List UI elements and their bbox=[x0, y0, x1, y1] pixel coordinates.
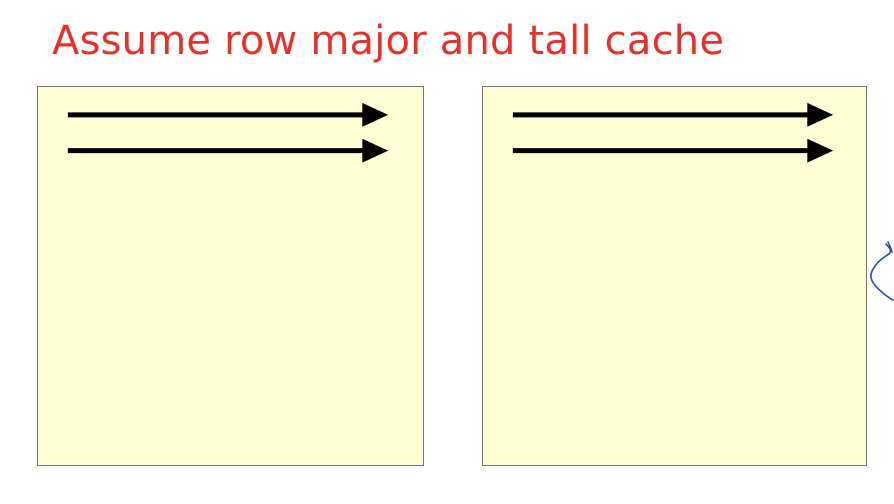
row-arrow-1 bbox=[512, 102, 834, 127]
row-arrow-2-head bbox=[362, 138, 389, 163]
handwritten-scribble bbox=[870, 241, 894, 301]
row-arrow-1 bbox=[67, 102, 389, 127]
row-arrows-right bbox=[512, 102, 834, 163]
row-arrow-1-head bbox=[807, 102, 834, 127]
row-arrows-left bbox=[67, 102, 389, 163]
slide-title: Assume row major and tall cache bbox=[52, 18, 725, 64]
row-arrow-2 bbox=[512, 138, 834, 163]
scribble-stroke bbox=[870, 241, 894, 301]
left-matrix bbox=[37, 86, 424, 466]
row-arrow-2-head bbox=[807, 138, 834, 163]
row-arrow-1-head bbox=[362, 102, 389, 127]
row-arrow-2 bbox=[67, 138, 389, 163]
right-matrix bbox=[482, 86, 867, 466]
